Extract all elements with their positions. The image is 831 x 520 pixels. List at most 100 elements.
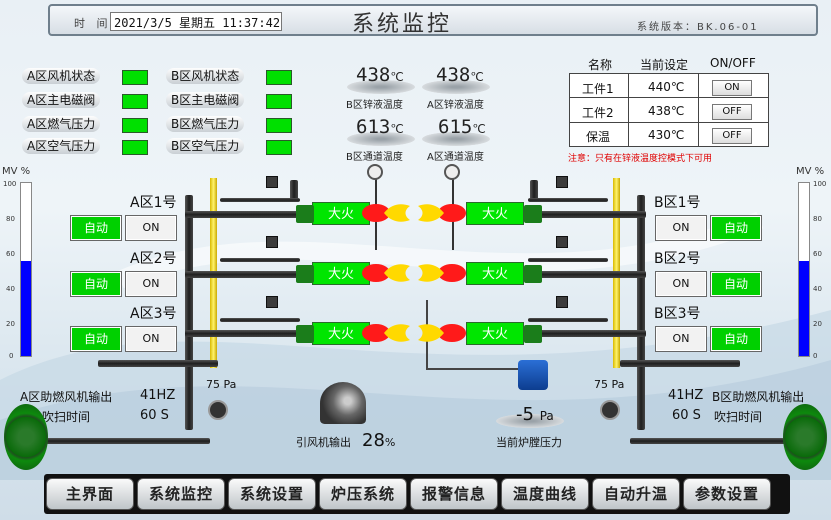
a-fan-status-led	[122, 70, 148, 85]
b-fan-frequency: 41HZ	[668, 388, 704, 403]
temp-pad	[347, 132, 415, 146]
valve-icon	[556, 176, 568, 188]
workpiece1-onoff-button[interactable]: ON	[712, 80, 752, 96]
temp-pad	[422, 80, 490, 94]
burner-pipe-a3	[185, 330, 313, 337]
zone-b3-on-button[interactable]: ON	[655, 326, 707, 352]
zone-a1-auto-button[interactable]: 自动	[70, 215, 122, 241]
zone-b1-label: B区1号	[654, 195, 701, 211]
b-purge-time: 60 S	[672, 408, 701, 423]
nav-furnace-pressure-button[interactable]: 炉压系统	[319, 478, 407, 510]
burner-small-pipe	[528, 258, 608, 262]
right-main-pipe	[637, 195, 645, 430]
meter-tick: 20	[6, 320, 15, 328]
zone-a1-label: A区1号	[130, 195, 177, 211]
zone-a2-on-button[interactable]: ON	[125, 271, 177, 297]
right-riser-pipe	[530, 180, 538, 200]
settings-row-value: 430℃	[648, 128, 685, 142]
left-mv-label: MV %	[2, 166, 31, 177]
settings-col-name: 名称	[588, 58, 613, 72]
zone-a1-on-button[interactable]: ON	[125, 215, 177, 241]
induced-fan-label: 引风机输出	[296, 436, 351, 449]
b-main-valve-led	[266, 94, 292, 109]
valve-icon	[266, 236, 278, 248]
datetime-display: 2021/3/5 星期五 11:37:42	[110, 12, 282, 31]
meter-tick: 80	[813, 215, 822, 223]
a-flue-temp-value: 615℃	[438, 116, 486, 138]
burner-a3-fire-indicator: 大火	[312, 322, 370, 345]
b-gas-pressure-led	[266, 118, 292, 133]
burner-a1-fire-indicator: 大火	[312, 202, 370, 225]
settings-col-current: 当前设定	[640, 58, 689, 72]
nav-alarm-button[interactable]: 报警信息	[410, 478, 498, 510]
zone-a2-label: A区2号	[130, 251, 177, 267]
b-air-pressure-value: 75 Pa	[594, 378, 625, 391]
zone-b3-auto-button[interactable]: 自动	[710, 326, 762, 352]
burner-pipe-b3	[518, 330, 646, 337]
left-air-line	[40, 438, 210, 444]
meter-tick: 40	[6, 285, 15, 293]
b-fan-status-label: B区风机状态	[166, 68, 245, 84]
burner-head-icon	[296, 265, 314, 283]
meter-tick: 100	[3, 180, 17, 188]
b-fan-output-label: B区助燃风机输出	[712, 390, 805, 404]
left-mv-fill	[21, 260, 31, 356]
nav-auto-heat-button[interactable]: 自动升温	[592, 478, 680, 510]
b-gas-pressure-label: B区燃气压力	[166, 116, 245, 132]
zone-b2-label: B区2号	[654, 251, 701, 267]
valve-icon	[266, 176, 278, 188]
version-label: 系统版本：BK.06-01	[637, 22, 759, 33]
settings-note: 注意：只有在锌液温度控模式下可用	[568, 154, 713, 164]
nav-params-button[interactable]: 参数设置	[683, 478, 771, 510]
valve-icon	[266, 296, 278, 308]
zone-b3-label: B区3号	[654, 306, 701, 322]
left-mv-meter	[20, 182, 32, 357]
furnace-pressure-value: -5 Pa	[516, 404, 554, 425]
burner-pipe-b2	[518, 271, 646, 278]
nav-settings-button[interactable]: 系统设置	[228, 478, 316, 510]
zone-b2-on-button[interactable]: ON	[655, 271, 707, 297]
burner-head-icon	[524, 325, 542, 343]
zone-a3-on-button[interactable]: ON	[125, 326, 177, 352]
nav-temp-curve-button[interactable]: 温度曲线	[501, 478, 589, 510]
zone-a2-auto-button[interactable]: 自动	[70, 271, 122, 297]
zone-b2-auto-button[interactable]: 自动	[710, 271, 762, 297]
nav-monitor-button[interactable]: 系统监控	[137, 478, 225, 510]
flames	[362, 204, 466, 342]
zone-b1-auto-button[interactable]: 自动	[710, 215, 762, 241]
a-fan-status-label: A区风机状态	[22, 68, 101, 84]
zone-a3-auto-button[interactable]: 自动	[70, 326, 122, 352]
burner-head-icon	[524, 265, 542, 283]
flame-icon	[418, 204, 466, 222]
a-gas-pressure-label: A区燃气压力	[22, 116, 101, 132]
a-air-pressure-value: 75 Pa	[206, 378, 237, 391]
settings-col-onoff: ON/OFF	[710, 56, 756, 70]
a-air-pressure-led	[122, 140, 148, 155]
burner-small-pipe	[528, 318, 608, 322]
a-gas-pressure-led	[122, 118, 148, 133]
pressure-transmitter-icon	[518, 360, 548, 390]
burner-small-pipe	[528, 198, 608, 202]
a-main-valve-led	[122, 94, 148, 109]
workpiece2-onoff-button[interactable]: OFF	[712, 104, 752, 120]
zone-a3-label: A区3号	[130, 306, 177, 322]
pressure-pad	[496, 414, 564, 428]
zone-b1-on-button[interactable]: ON	[655, 215, 707, 241]
burner-small-pipe	[220, 198, 300, 202]
b-zinc-temp-label: B区锌液温度	[346, 100, 403, 111]
meter-tick: 40	[813, 285, 822, 293]
left-riser-pipe	[290, 180, 298, 200]
settings-row-name: 工件1	[582, 82, 614, 96]
settings-row-value: 440℃	[648, 80, 685, 94]
valve-icon	[556, 296, 568, 308]
b-air-pressure-label: B区空气压力	[166, 138, 245, 154]
b-pressure-gauge-icon	[600, 400, 620, 420]
right-mv-label: MV %	[796, 166, 825, 177]
burner-pipe-a1	[185, 211, 313, 218]
burner-head-icon	[296, 325, 314, 343]
nav-main-button[interactable]: 主界面	[46, 478, 134, 510]
insulation-onoff-button[interactable]: OFF	[712, 128, 752, 144]
a-pressure-gauge-icon	[208, 400, 228, 420]
temp-pad	[422, 132, 490, 146]
